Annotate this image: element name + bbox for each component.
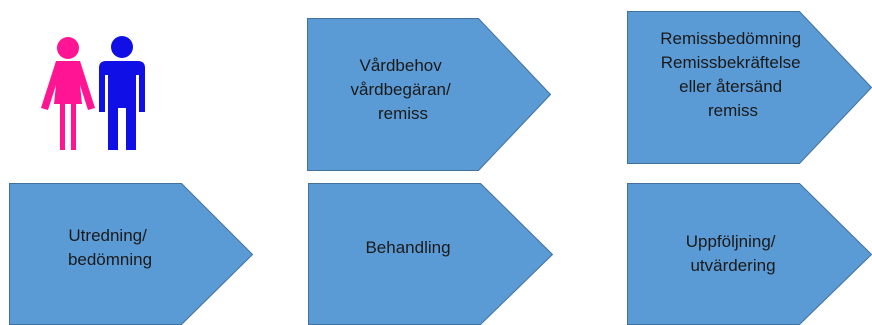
- step-vardbehov-label: Vårdbehov vårdbegäran/ remiss: [351, 56, 456, 123]
- man-icon: [99, 36, 145, 150]
- step-behandling-label: Behandling: [365, 238, 450, 257]
- step-label-line: Remissbekräftelse: [661, 53, 801, 72]
- step-vardbehov: Vårdbehov vårdbegäran/ remiss: [307, 18, 552, 171]
- step-label-line: vårdbegäran/: [351, 80, 451, 99]
- step-uppfoljning: Uppföljning/ utvärdering: [627, 183, 872, 325]
- step-utredning-label: Utredning/ bedömning: [68, 226, 152, 269]
- step-label-line: Behandling: [365, 238, 450, 257]
- step-label-line: Remissbedömning: [660, 29, 801, 48]
- woman-icon: [41, 37, 95, 150]
- step-label-line: Utredning/: [68, 226, 147, 245]
- step-remissbedomning-label: Remissbedömning Remissbekräftelse eller …: [660, 29, 806, 120]
- step-uppfoljning-label: Uppföljning/ utvärdering: [686, 232, 781, 275]
- step-label-line: Vårdbehov: [360, 56, 443, 75]
- step-label-line: eller återsänd: [679, 77, 782, 96]
- step-label-line: Uppföljning/: [686, 232, 776, 251]
- step-behandling: Behandling: [308, 183, 554, 325]
- step-label-line: utvärdering: [690, 256, 775, 275]
- step-label-line: remiss: [708, 101, 758, 120]
- step-utredning: Utredning/ bedömning: [9, 183, 254, 325]
- step-label-line: bedömning: [68, 250, 152, 269]
- step-remissbedomning: Remissbedömning Remissbekräftelse eller …: [627, 11, 872, 164]
- step-label-line: remiss: [378, 104, 428, 123]
